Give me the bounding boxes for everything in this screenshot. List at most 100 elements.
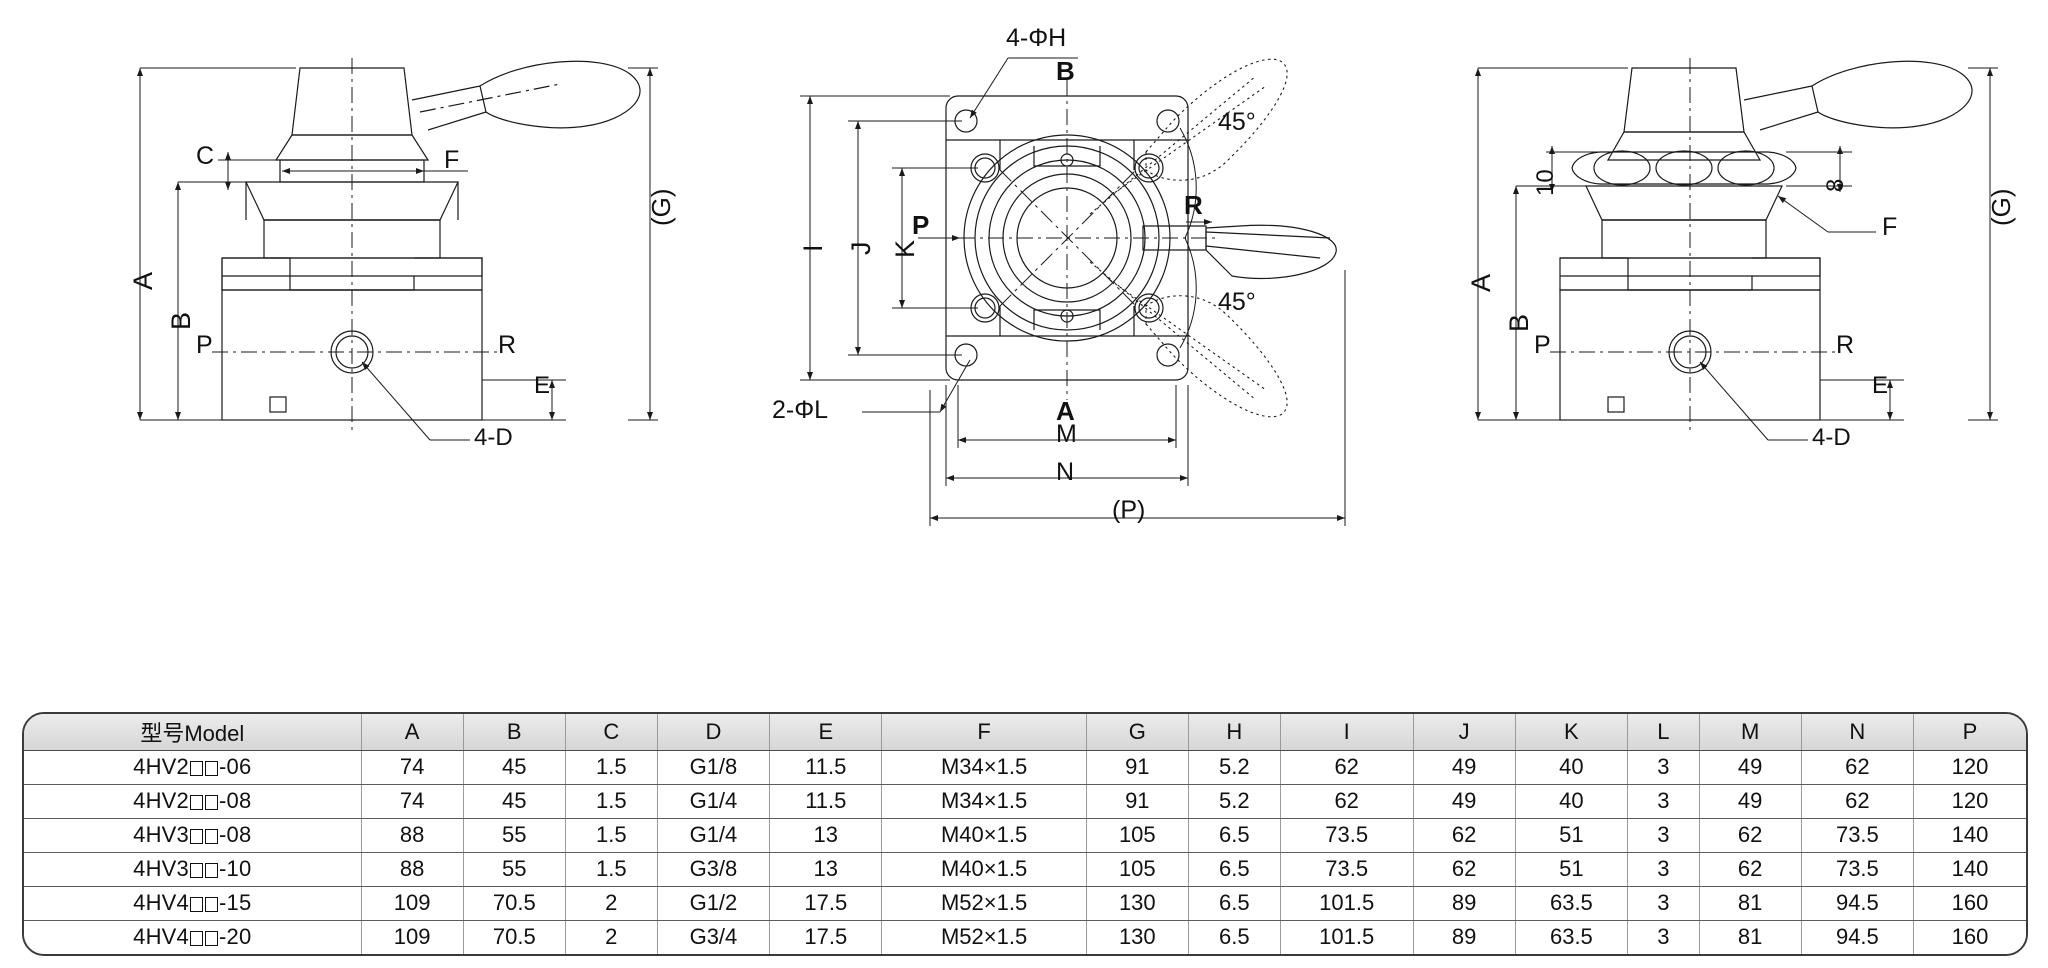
cell-a: 109 [360, 886, 464, 921]
cell-b: 70.5 [462, 920, 566, 954]
table-col-header-k: K [1514, 714, 1628, 751]
side-callout-4d: 4-D [1812, 424, 1851, 451]
front-view-centerlines [212, 58, 498, 430]
cell-b: 55 [462, 852, 566, 887]
cell-e: 11.5 [769, 750, 882, 785]
cell-h: 6.5 [1187, 920, 1281, 954]
cell-a: 88 [360, 852, 464, 887]
angle-label-top-45: 45° [1218, 108, 1256, 136]
top-axis-label-A: A [1056, 396, 1075, 426]
top-port-label-P: P [912, 210, 930, 240]
front-dim-label-C: C [196, 142, 215, 170]
drawing-canvas: A B C F P R E (G) 4-D I J K P R B A 4-ΦH… [128, 26, 2016, 526]
cell-f: M52×1.5 [881, 886, 1087, 921]
cell-i: 73.5 [1279, 818, 1414, 853]
cell-i: 101.5 [1279, 920, 1414, 954]
cell-j: 49 [1412, 750, 1516, 785]
cell-g: 105 [1085, 818, 1189, 853]
cell-e: 13 [769, 818, 882, 853]
cell-n: 73.5 [1800, 818, 1914, 853]
front-dim-label-R: R [498, 331, 517, 359]
angle-arcs [1179, 127, 1197, 349]
cell-m: 49 [1698, 784, 1802, 819]
cell-a: 74 [360, 784, 464, 819]
cell-g: 130 [1085, 920, 1189, 954]
cell-l: 3 [1627, 886, 1700, 921]
model-placeholder-box [205, 795, 218, 810]
table-col-header-l: L [1627, 714, 1700, 751]
cell-p: 120 [1913, 750, 2026, 785]
top-dim-label-K: K [890, 239, 920, 258]
side-dim-label-A: A [1466, 273, 1496, 292]
cell-d: G3/4 [656, 920, 770, 954]
cell-h: 5.2 [1187, 750, 1281, 785]
side-view-dimensions [1475, 67, 1998, 441]
side-dim-label-8: 8 [1822, 178, 1849, 192]
cell-l: 3 [1627, 784, 1700, 819]
cell-h: 6.5 [1187, 818, 1281, 853]
front-dim-label-A: A [128, 271, 158, 290]
top-dim-label-N: N [1056, 458, 1075, 486]
cell-d: G1/2 [656, 886, 770, 921]
table-col-header-e: E [769, 714, 882, 751]
table-col-header-j: J [1412, 714, 1516, 751]
cell-l: 3 [1627, 750, 1700, 785]
cell-i: 62 [1279, 750, 1414, 785]
holes-callout-2-phi-l: 2-ΦL [772, 396, 829, 424]
cell-d: G3/8 [656, 852, 770, 887]
cell-n: 73.5 [1800, 852, 1914, 887]
top-view-ghost-handles [1089, 58, 1288, 418]
cell-k: 63.5 [1514, 920, 1628, 954]
cell-b: 45 [462, 750, 566, 785]
cell-c: 1.5 [564, 818, 658, 853]
cell-c: 2 [564, 920, 658, 954]
cell-j: 89 [1412, 920, 1516, 954]
cell-j: 49 [1412, 784, 1516, 819]
cell-k: 51 [1514, 852, 1628, 887]
model-placeholder-box [205, 829, 218, 844]
cell-k: 63.5 [1514, 886, 1628, 921]
cell-e: 13 [769, 852, 882, 887]
model-placeholder-box [205, 931, 218, 947]
table-col-header-a: A [360, 714, 464, 751]
cell-n: 94.5 [1800, 886, 1914, 921]
cell-p: 120 [1913, 784, 2026, 819]
cell-l: 3 [1627, 818, 1700, 853]
cell-n: 62 [1800, 750, 1914, 785]
table-col-header-h: H [1187, 714, 1281, 751]
top-dim-label-M: M [1056, 420, 1077, 448]
table-col-header-m: M [1698, 714, 1802, 751]
cell-l: 3 [1627, 852, 1700, 887]
model-placeholder-box [190, 829, 203, 844]
angle-label-bottom-45: 45° [1218, 288, 1256, 316]
cell-l: 3 [1627, 920, 1700, 954]
cell-a: 88 [360, 818, 464, 853]
cell-j: 62 [1412, 852, 1516, 887]
front-view-geometry [221, 60, 641, 421]
table-col-header-g: G [1085, 714, 1189, 751]
cell-f: M52×1.5 [881, 920, 1087, 954]
top-axis-label-B: B [1056, 56, 1075, 86]
front-dim-label-E: E [534, 372, 551, 399]
cell-n: 94.5 [1800, 920, 1914, 954]
cell-j: 89 [1412, 886, 1516, 921]
table-col-header-f: F [881, 714, 1087, 751]
cell-k: 40 [1514, 784, 1628, 819]
cell-model: 4HV4-20 [24, 920, 362, 954]
side-view-geometry [1559, 60, 1973, 421]
cell-g: 91 [1085, 750, 1189, 785]
cell-h: 5.2 [1187, 784, 1281, 819]
top-port-label-R: R [1184, 190, 1203, 220]
cell-model: 4HV3-08 [24, 818, 362, 853]
cell-f: M40×1.5 [881, 852, 1087, 887]
table-col-header-p: P [1913, 714, 2026, 751]
model-placeholder-box [205, 761, 218, 776]
cell-p: 160 [1913, 886, 2026, 921]
side-dim-label-E: E [1872, 372, 1889, 399]
cell-p: 160 [1913, 920, 2026, 954]
cell-b: 45 [462, 784, 566, 819]
top-dim-label-J: J [846, 241, 876, 256]
